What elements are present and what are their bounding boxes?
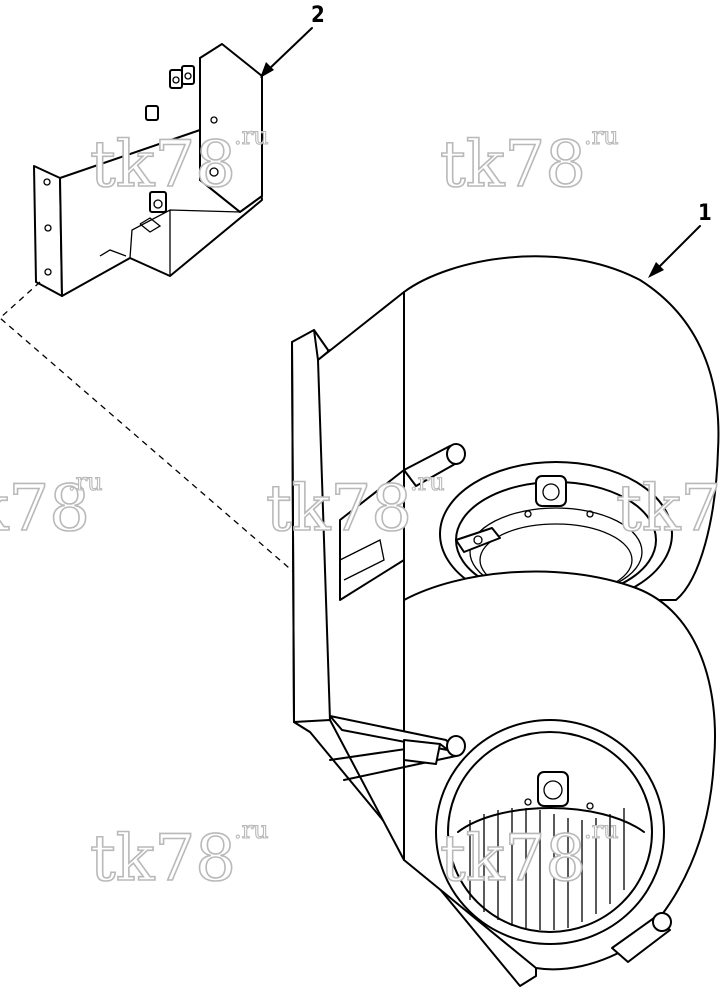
callout-part-1: 1 <box>648 201 712 278</box>
watermark-text: tk78 <box>266 472 412 546</box>
watermark-suffix: .ru <box>68 468 103 496</box>
watermark-text: tk78 <box>90 128 236 202</box>
watermark-top-right: tk78 .ru <box>439 121 619 202</box>
callout-number-1: 1 <box>698 201 712 226</box>
electrical-box-part-2 <box>33 43 263 297</box>
blower-wheel-blades <box>469 808 625 930</box>
watermark-text: tk78 <box>616 472 720 546</box>
watermark-bottom-left: tk78 .ru <box>89 815 269 896</box>
watermark-suffix: .ru <box>234 816 269 844</box>
watermark-text: tk78 <box>90 822 236 896</box>
watermark-middle-center: tk78 .ru <box>265 467 445 546</box>
blower-assembly-part-1 <box>291 255 720 987</box>
connection-dashed-line <box>0 281 341 613</box>
watermark-text: tk78 <box>440 128 586 202</box>
callout-number-2: 2 <box>311 3 325 28</box>
watermark-middle-right: tk78 <box>615 471 720 547</box>
callout-part-2: 2 <box>260 3 325 78</box>
watermark-suffix: .ru <box>410 468 445 496</box>
watermark-top-left: tk78 .ru <box>89 121 269 202</box>
watermark-text: tk78 <box>440 822 586 896</box>
watermark-suffix: .ru <box>234 122 269 150</box>
watermark-suffix: .ru <box>584 122 619 150</box>
watermark-suffix: .ru <box>584 816 619 844</box>
watermark-bottom-right: tk78 .ru <box>439 815 619 896</box>
watermark-text: tk78 <box>0 472 90 546</box>
watermark-middle-left: tk78 .ru <box>0 467 103 546</box>
